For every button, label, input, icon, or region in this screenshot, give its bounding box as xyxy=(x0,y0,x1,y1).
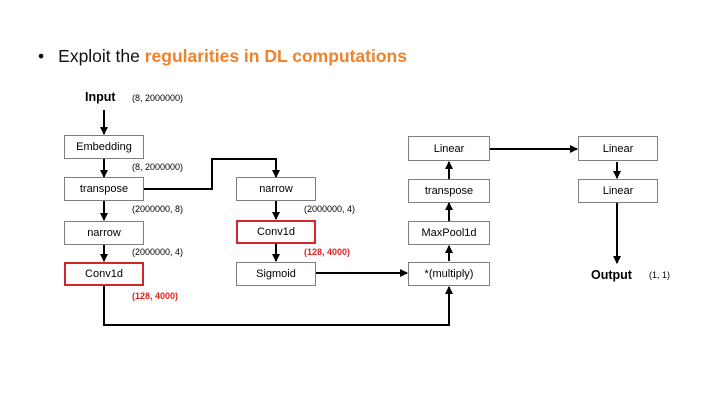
maxpool-box: MaxPool1d xyxy=(408,221,490,245)
bullet-text-prefix: Exploit the xyxy=(58,46,145,66)
transpose-left-box: transpose xyxy=(64,177,144,201)
shape-after-narrow-left: (2000000, 4) xyxy=(132,247,184,257)
conv1d-left-box: Conv1d xyxy=(64,262,144,286)
shape-after-embedding: (8, 2000000) xyxy=(132,162,184,172)
conv1d-left-output-shape: (128, 4000) xyxy=(132,291,179,301)
arrow-transpose-to-narrow-mid xyxy=(144,158,280,190)
bullet-text-highlight: regularities in DL computations xyxy=(144,46,407,66)
shape-after-narrow-mid: (2000000, 4) xyxy=(304,204,356,214)
output-label: Output xyxy=(591,268,632,282)
linear-right-top-box: Linear xyxy=(578,136,658,161)
linear-mid-box: Linear xyxy=(408,136,490,161)
input-label: Input xyxy=(85,90,116,104)
input-shape: (8, 2000000) xyxy=(132,93,184,103)
conv1d-mid-box: Conv1d xyxy=(236,220,316,244)
bullet-point: • Exploit the regularities in DL computa… xyxy=(38,46,407,67)
conv1d-mid-output-shape: (128, 4000) xyxy=(304,247,351,257)
multiply-box: *(multiply) xyxy=(408,262,490,286)
shape-after-transpose: (2000000, 8) xyxy=(132,204,184,214)
bullet-dot-icon: • xyxy=(38,46,45,66)
output-shape: (1, 1) xyxy=(649,270,671,280)
embedding-box: Embedding xyxy=(64,135,144,159)
linear-right-bottom-box: Linear xyxy=(578,179,658,203)
arrow-conv1d-left-to-multiply xyxy=(103,286,453,326)
narrow-left-box: narrow xyxy=(64,221,144,245)
narrow-mid-box: narrow xyxy=(236,177,316,201)
transpose-right-box: transpose xyxy=(408,179,490,203)
sigmoid-box: Sigmoid xyxy=(236,262,316,286)
